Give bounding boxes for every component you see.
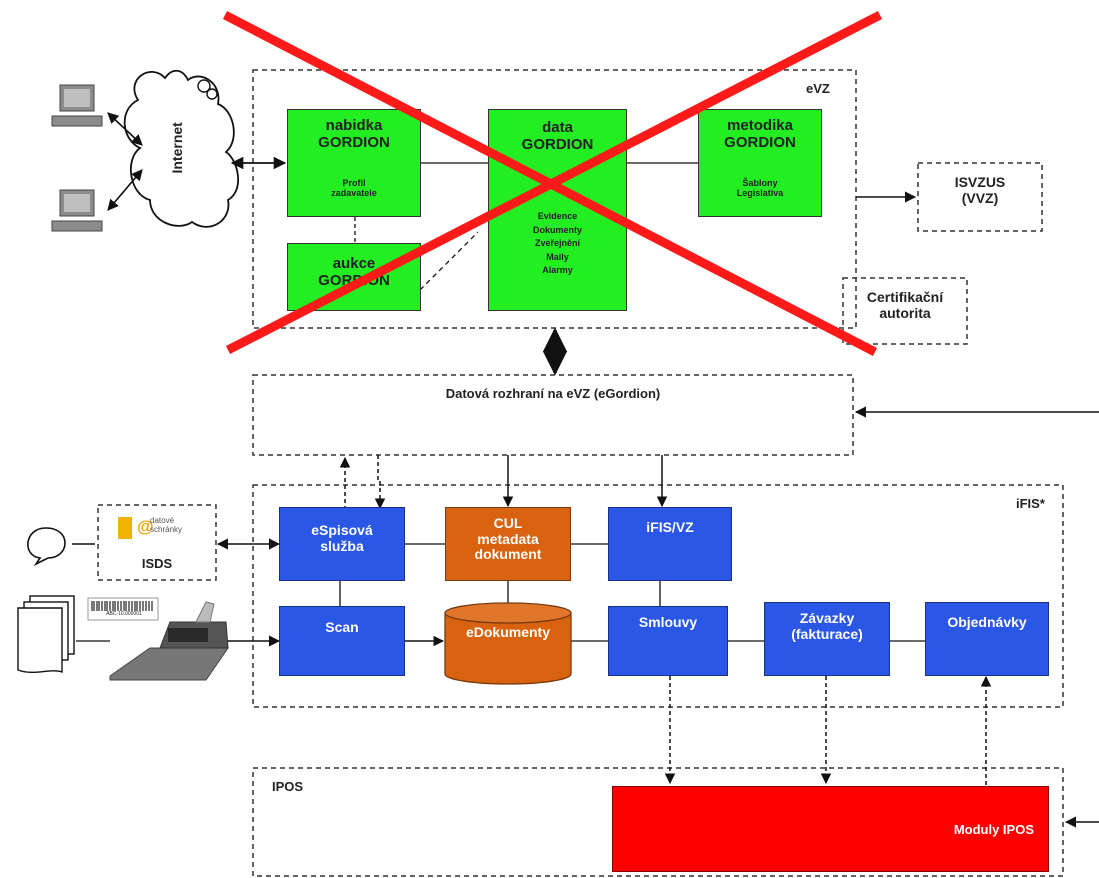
moduly-ipos-box: Moduly IPOS bbox=[612, 786, 1049, 872]
internet-label: Internet bbox=[169, 122, 186, 174]
barcode-text: ABC-10.000001 bbox=[106, 611, 142, 617]
ifis-region bbox=[252, 484, 1064, 708]
svg-text:@: @ bbox=[137, 517, 154, 536]
isds-box bbox=[97, 504, 217, 581]
objednavky-box: Objednávky bbox=[925, 602, 1049, 676]
datove-schranky-logo: @ bbox=[118, 517, 154, 539]
ifis-label: iFIS* bbox=[1016, 496, 1045, 511]
isvzus-label: ISVZUS(VVZ) bbox=[954, 174, 1006, 206]
ifis-vz-label: iFIS/VZ bbox=[646, 519, 694, 535]
evz-label: eVZ bbox=[806, 81, 830, 96]
rozhrani-label: Datová rozhraní na eVZ (eGordion) bbox=[445, 386, 661, 401]
computer-icon bbox=[51, 189, 103, 232]
computer-icon bbox=[51, 84, 103, 127]
ifis-vz-box: iFIS/VZ bbox=[608, 507, 732, 581]
zavazky-box: Závazky(fakturace) bbox=[764, 602, 890, 676]
scan-box: Scan bbox=[279, 606, 405, 676]
smlouvy-label: Smlouvy bbox=[638, 614, 698, 630]
objednavky-label: Objednávky bbox=[947, 614, 1027, 630]
edokumenty-database bbox=[444, 602, 572, 685]
moduly-ipos-label: Moduly IPOS bbox=[953, 822, 1034, 837]
scanner-icon bbox=[109, 601, 229, 681]
isvzus-box bbox=[917, 162, 1043, 232]
ipos-label: IPOS bbox=[272, 779, 304, 794]
barcode-icon bbox=[87, 597, 159, 621]
edokumenty-label: eDokumenty bbox=[465, 624, 551, 640]
isds-label: ISDS bbox=[141, 556, 173, 571]
document-stack-icon bbox=[17, 595, 75, 673]
scan-label: Scan bbox=[325, 619, 359, 635]
smlouvy-box: Smlouvy bbox=[608, 606, 728, 676]
zavazky-label: Závazky(fakturace) bbox=[791, 610, 863, 642]
ipos-region bbox=[252, 767, 1064, 877]
speech-bubble-icon bbox=[27, 527, 66, 567]
